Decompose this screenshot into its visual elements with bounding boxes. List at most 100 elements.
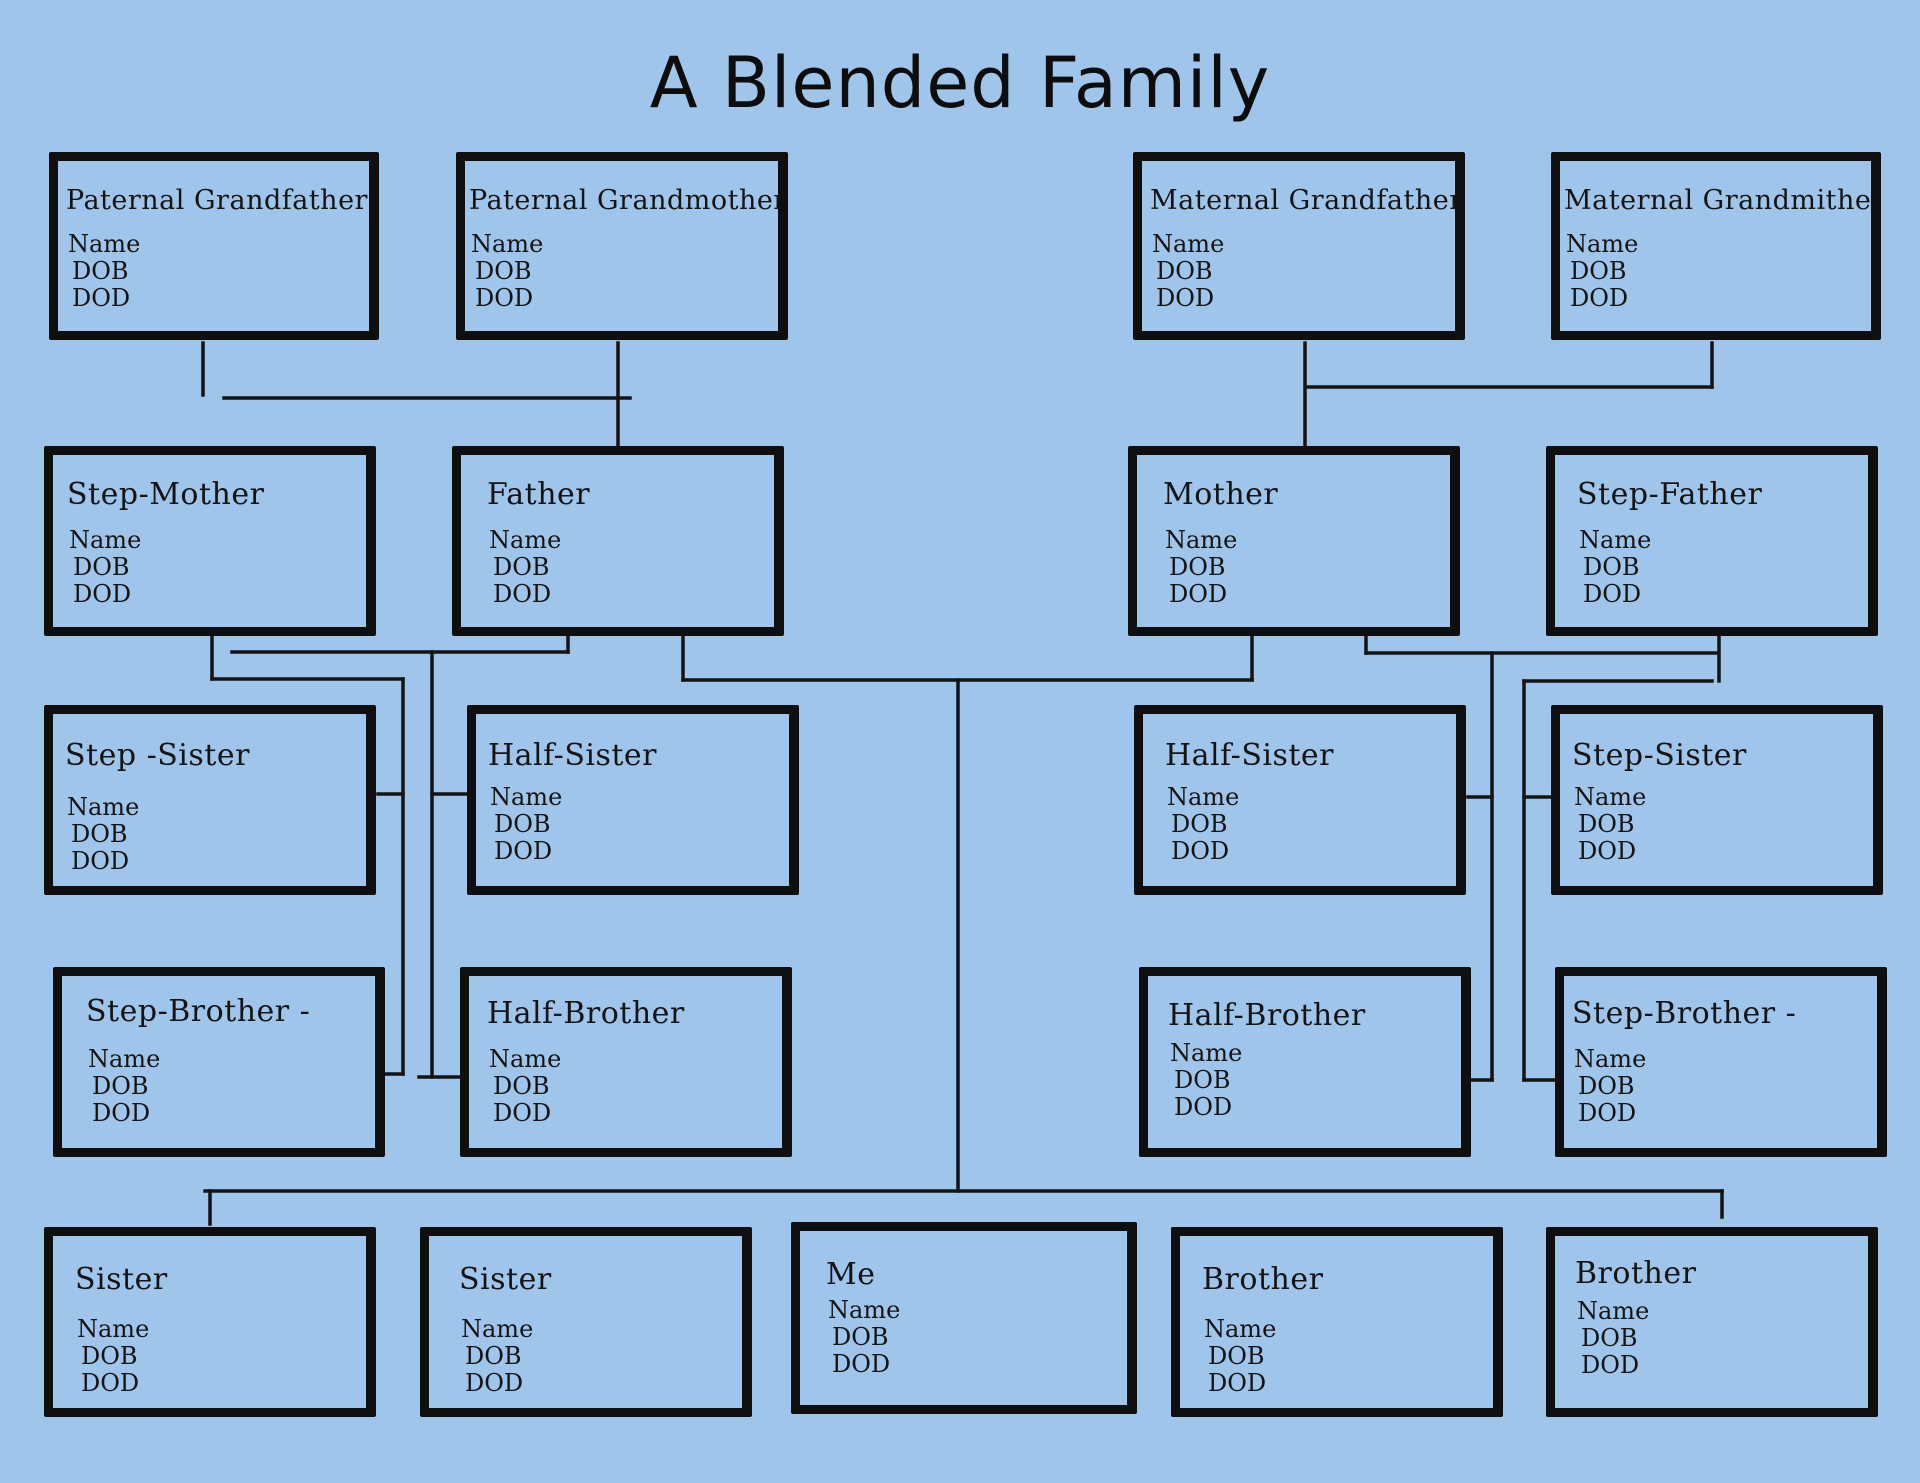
name-field[interactable]: Name [1566, 230, 1639, 258]
dod-field[interactable]: DOD [1174, 1093, 1233, 1121]
dod-field[interactable]: DOD [1156, 284, 1215, 312]
member-role-label: Paternal Grandfather [66, 185, 368, 216]
dob-field[interactable]: DOB [71, 820, 128, 848]
dod-field[interactable]: DOD [73, 580, 132, 608]
dob-field[interactable]: DOB [465, 1342, 522, 1370]
name-field[interactable]: Name [77, 1315, 150, 1343]
member-role-label: Me [826, 1257, 876, 1292]
dob-field[interactable]: DOB [493, 1072, 550, 1100]
member-role-label: Step-Sister [1572, 738, 1747, 773]
dod-field[interactable]: DOD [1578, 1099, 1637, 1127]
dob-field[interactable]: DOB [475, 257, 532, 285]
dob-field[interactable]: DOB [493, 553, 550, 581]
dob-field[interactable]: DOB [1208, 1342, 1265, 1370]
dob-field[interactable]: DOB [1570, 257, 1627, 285]
dob-field[interactable]: DOB [81, 1342, 138, 1370]
page-title: A Blended Family [649, 42, 1271, 124]
dod-field[interactable]: DOD [1169, 580, 1228, 608]
dob-field[interactable]: DOB [1169, 553, 1226, 581]
dob-field[interactable]: DOB [72, 257, 129, 285]
name-field[interactable]: Name [1170, 1039, 1243, 1067]
member-role-label: Paternal Grandmother [469, 185, 787, 216]
dod-field[interactable]: DOD [494, 837, 553, 865]
member-role-label: Step-Brother - [1572, 996, 1797, 1031]
dod-field[interactable]: DOD [465, 1369, 524, 1397]
dod-field[interactable]: DOD [493, 1099, 552, 1127]
dob-field[interactable]: DOB [494, 810, 551, 838]
name-field[interactable]: Name [88, 1045, 161, 1073]
dod-field[interactable]: DOD [92, 1099, 151, 1127]
dob-field[interactable]: DOB [1174, 1066, 1231, 1094]
name-field[interactable]: Name [69, 526, 142, 554]
name-field[interactable]: Name [471, 230, 544, 258]
dod-field[interactable]: DOD [832, 1350, 891, 1378]
name-field[interactable]: Name [1152, 230, 1225, 258]
dob-field[interactable]: DOB [1578, 1072, 1635, 1100]
member-role-label: Step-Father [1577, 477, 1763, 512]
name-field[interactable]: Name [1167, 783, 1240, 811]
name-field[interactable]: Name [461, 1315, 534, 1343]
dob-field[interactable]: DOB [1581, 1324, 1638, 1352]
name-field[interactable]: Name [828, 1296, 901, 1324]
dod-field[interactable]: DOD [71, 847, 130, 875]
dod-field[interactable]: DOD [1208, 1369, 1267, 1397]
name-field[interactable]: Name [1204, 1315, 1277, 1343]
dob-field[interactable]: DOB [1156, 257, 1213, 285]
name-field[interactable]: Name [489, 1045, 562, 1073]
dod-field[interactable]: DOD [1570, 284, 1629, 312]
name-field[interactable]: Name [1579, 526, 1652, 554]
member-role-label: Half-Sister [488, 738, 658, 773]
dob-field[interactable]: DOB [1583, 553, 1640, 581]
dob-field[interactable]: DOB [73, 553, 130, 581]
name-field[interactable]: Name [490, 783, 563, 811]
name-field[interactable]: Name [1165, 526, 1238, 554]
name-field[interactable]: Name [1577, 1297, 1650, 1325]
name-field[interactable]: Name [67, 793, 140, 821]
dod-field[interactable]: DOD [493, 580, 552, 608]
name-field[interactable]: Name [68, 230, 141, 258]
dod-field[interactable]: DOD [72, 284, 131, 312]
dod-field[interactable]: DOD [1578, 837, 1637, 865]
name-field[interactable]: Name [1574, 1045, 1647, 1073]
dod-field[interactable]: DOD [1583, 580, 1642, 608]
dob-field[interactable]: DOB [1171, 810, 1228, 838]
dod-field[interactable]: DOD [81, 1369, 140, 1397]
dob-field[interactable]: DOB [1578, 810, 1635, 838]
name-field[interactable]: Name [1574, 783, 1647, 811]
dob-field[interactable]: DOB [832, 1323, 889, 1351]
dod-field[interactable]: DOD [475, 284, 534, 312]
member-role-label: Maternal Grandmither [1564, 185, 1881, 216]
dod-field[interactable]: DOD [1581, 1351, 1640, 1379]
dob-field[interactable]: DOB [92, 1072, 149, 1100]
dod-field[interactable]: DOD [1171, 837, 1230, 865]
name-field[interactable]: Name [489, 526, 562, 554]
